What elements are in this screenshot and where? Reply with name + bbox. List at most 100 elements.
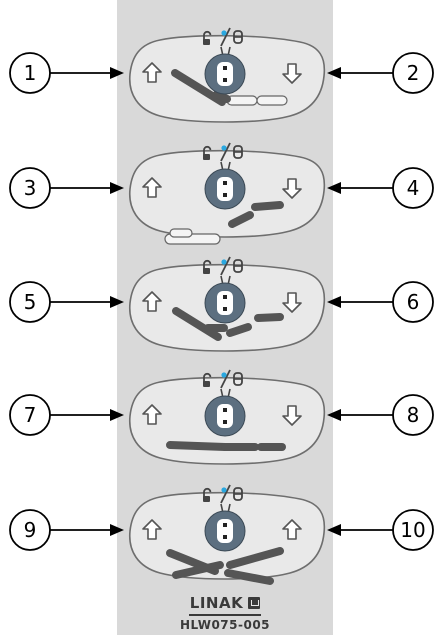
callout-10: 10 — [327, 509, 434, 551]
knob-dot-top — [223, 523, 227, 527]
knob-key-slot — [217, 177, 233, 201]
callout-arrowhead — [327, 182, 341, 194]
product-code: HLW075-005 — [179, 618, 271, 632]
knob-key-slot — [217, 519, 233, 543]
knob-dot-bottom — [223, 420, 227, 424]
callout-number: 3 — [24, 176, 37, 200]
status-led — [221, 487, 227, 493]
position-bar — [213, 90, 231, 103]
callout-arrowhead — [110, 296, 124, 308]
control-panel-2 — [129, 142, 326, 245]
callout-arrowhead — [327, 67, 341, 79]
up-arrow-icon — [142, 404, 162, 425]
position-bars — [171, 69, 288, 106]
callout-5: 5 — [9, 281, 124, 323]
position-bar — [224, 569, 274, 585]
divider-slash — [220, 256, 231, 276]
position-bar — [254, 313, 284, 322]
control-panel-4 — [129, 369, 326, 465]
control-panel-1 — [129, 27, 326, 123]
position-bar — [172, 307, 222, 341]
unlock-icon-body — [203, 268, 210, 274]
status-led — [221, 259, 227, 265]
position-bar — [226, 547, 284, 569]
callout-number: 10 — [400, 518, 425, 542]
up-arrow-icon — [142, 62, 162, 83]
callout-1: 1 — [9, 52, 124, 94]
linak-logo-icon — [248, 597, 261, 609]
down-arrow-icon — [282, 405, 302, 426]
unlock-icon-body — [203, 381, 210, 387]
unlock-icon — [203, 30, 212, 40]
up-arrow-icon — [142, 291, 162, 312]
callout-2: 2 — [327, 52, 434, 94]
position-bars — [166, 441, 286, 451]
position-bar — [226, 323, 252, 337]
knob-key-slot — [217, 62, 233, 86]
position-bars — [164, 201, 284, 245]
callout-arrowhead — [327, 296, 341, 308]
position-bar — [166, 441, 229, 451]
callout-number: 6 — [407, 290, 420, 314]
callout-number: 2 — [407, 61, 420, 85]
unlock-icon-body — [203, 39, 210, 45]
unlock-icon — [203, 487, 212, 497]
callout-number: 4 — [407, 176, 420, 200]
brand-underline — [189, 614, 261, 616]
position-bar — [251, 201, 284, 211]
position-bars — [166, 547, 284, 585]
knob-dot-bottom — [223, 535, 227, 539]
down-arrow-icon — [282, 63, 302, 84]
callout-number: 1 — [24, 61, 37, 85]
status-led — [221, 30, 227, 36]
knob-dot-top — [223, 408, 227, 412]
status-led — [221, 145, 227, 151]
callout-arrowhead — [110, 409, 124, 421]
callout-number: 7 — [24, 403, 37, 427]
unlock-icon — [203, 372, 212, 382]
up-arrow-icon — [142, 519, 162, 540]
position-bar-outline — [226, 95, 258, 106]
divider-slash — [220, 369, 231, 389]
down-arrow-icon — [282, 178, 302, 199]
callout-4: 4 — [327, 167, 434, 209]
position-bar — [228, 211, 254, 228]
callout-number: 9 — [24, 518, 37, 542]
callout-9: 9 — [9, 509, 124, 551]
knob-key-slot — [217, 291, 233, 315]
brand-logo: LINAK — [117, 594, 333, 612]
position-bar-outline — [169, 228, 193, 238]
divider-slash — [220, 142, 231, 162]
callout-8: 8 — [327, 394, 434, 436]
callout-arrowhead — [327, 409, 341, 421]
callout-7: 7 — [9, 394, 124, 436]
down-arrow-icon — [282, 292, 302, 313]
control-panel-3 — [129, 256, 326, 352]
knob-dot-top — [223, 66, 227, 70]
callout-arrowhead — [110, 67, 124, 79]
knob-dot-bottom — [223, 307, 227, 311]
up-arrow-icon — [282, 519, 302, 540]
status-led — [221, 372, 227, 378]
callout-6: 6 — [327, 281, 434, 323]
unlock-icon-body — [203, 154, 210, 160]
lock-indicators — [203, 256, 243, 286]
unlock-icon — [203, 145, 212, 155]
callout-arrowhead — [110, 524, 124, 536]
control-panel-5 — [129, 484, 326, 585]
divider-slash — [220, 484, 231, 504]
callout-number: 5 — [24, 290, 37, 314]
callout-number: 8 — [407, 403, 420, 427]
position-bar — [172, 561, 224, 579]
position-bars — [172, 307, 284, 341]
knob-dot-top — [223, 295, 227, 299]
unlock-icon — [203, 259, 212, 269]
lock-indicators — [203, 142, 243, 172]
position-bar-outline — [256, 95, 288, 106]
knob-dot-bottom — [223, 78, 227, 82]
knob-dot-top — [223, 181, 227, 185]
knob-dot-bottom — [223, 193, 227, 197]
unlock-icon-body — [203, 496, 210, 502]
